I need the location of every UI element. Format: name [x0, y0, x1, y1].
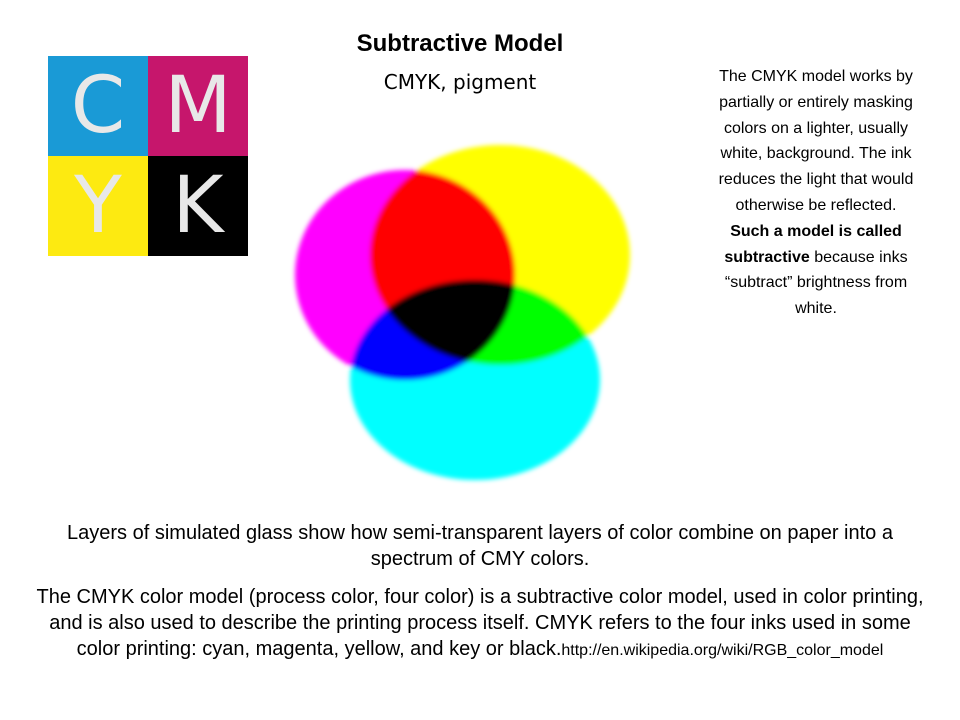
cmy-venn-diagram	[295, 145, 630, 480]
source-link[interactable]: http://en.wikipedia.org/wiki/RGB_color_m…	[561, 642, 884, 659]
side-note-bold: Such a model is called subtractive	[724, 222, 902, 266]
logo-letter-c: C	[70, 61, 126, 151]
slide-title: Subtractive Model	[356, 30, 564, 57]
side-note-text: The CMYK model works by partially or ent…	[718, 68, 914, 214]
cyan-circle	[350, 280, 600, 480]
description: The CMYK color model (process color, fou…	[30, 584, 930, 664]
logo-tile-yellow: Y	[48, 156, 148, 256]
logo-letter-k: K	[172, 161, 224, 251]
logo-tile-cyan: C	[48, 56, 148, 156]
logo-letter-m: M	[164, 61, 232, 151]
description-text: The CMYK color model (process color, fou…	[36, 586, 924, 660]
slide-subtitle: CMYK, pigment	[383, 70, 537, 94]
side-note-text-end: because inks “subtract” brightness from …	[724, 248, 908, 318]
logo-letter-y: Y	[74, 161, 122, 251]
side-note: The CMYK model works by partially or ent…	[716, 64, 916, 322]
cmyk-logo: C M Y K	[48, 56, 248, 256]
logo-tile-magenta: M	[148, 56, 248, 156]
caption: Layers of simulated glass show how semi-…	[67, 522, 893, 570]
logo-tile-key: K	[148, 156, 248, 256]
